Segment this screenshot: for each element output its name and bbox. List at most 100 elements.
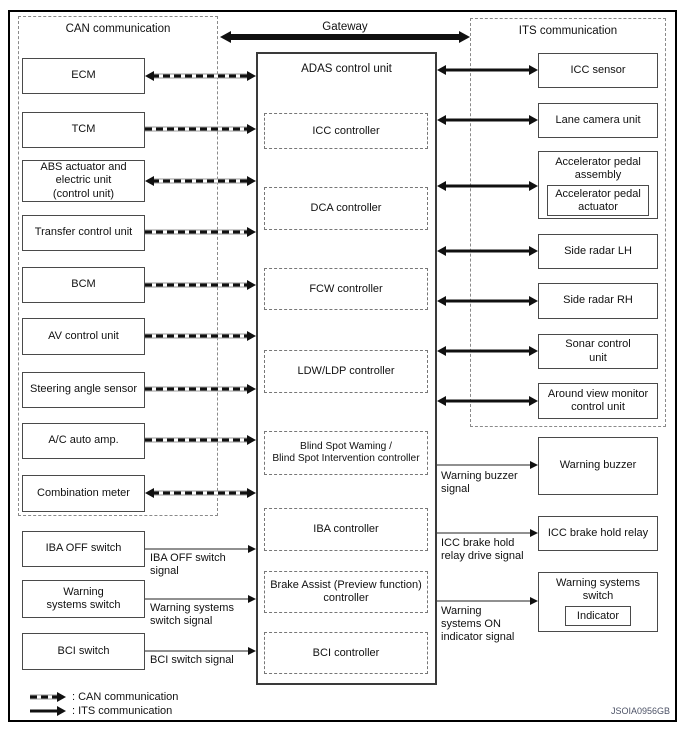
arrow-right-head-icon [247, 176, 256, 186]
accelerator-pedal-assembly-box: Accelerator pedal assembly Accelerator p… [538, 151, 658, 219]
bci-switch-box: BCI switch [22, 633, 145, 670]
arrow-line [145, 437, 249, 443]
arrow-right-head-icon [529, 65, 538, 75]
arrow-line [444, 68, 531, 72]
side-radar-rh-box: Side radar RH [538, 283, 658, 319]
arrow-line [145, 126, 249, 132]
arrow-line [152, 178, 249, 184]
arrow-line [145, 598, 250, 600]
bci-controller-box: BCI controller [264, 632, 428, 674]
transfer-control-unit-box: Transfer control unit [22, 215, 145, 251]
lane-camera-unit-box: Lane camera unit [538, 103, 658, 138]
accelerator-pedal-assembly-label: Accelerator pedal assembly [555, 156, 641, 182]
arrow-right-head-icon [247, 227, 256, 237]
arrow-left-head-icon [437, 346, 446, 356]
arrow-line [437, 532, 532, 534]
legend-its-label: : ITS communication [72, 705, 173, 717]
arrow-line [437, 600, 532, 602]
arrow-right-head-icon [530, 461, 538, 469]
fcw-controller-box: FCW controller [264, 268, 428, 310]
arrow-line [145, 333, 249, 339]
bci-switch-signal-label: BCI switch signal [150, 654, 234, 666]
gateway-arrow [220, 31, 470, 43]
signal-arrow-bci [145, 645, 256, 657]
iba-controller-box: IBA controller [264, 508, 428, 551]
arrow-right-head-icon [530, 529, 538, 537]
icc-controller-box: ICC controller [264, 113, 428, 149]
signal-arrow-warning-systems [145, 593, 256, 605]
arrow-right-head-icon [248, 595, 256, 603]
arrow-right-head-icon [529, 296, 538, 306]
arrow-line [152, 490, 249, 496]
arrow-right-head-icon [248, 545, 256, 553]
arrow-right-head-icon [247, 331, 256, 341]
can-arrow-av [145, 330, 256, 342]
arrow-line [145, 229, 249, 235]
ecm-box: ECM [22, 58, 145, 94]
arrow-right-head-icon [247, 488, 256, 498]
arrow-line [30, 694, 59, 700]
can-arrow-ecm [145, 70, 256, 82]
adas-title: ADAS control unit [301, 63, 392, 75]
arrow-right-head-icon [459, 31, 470, 43]
arrow-right-head-icon [247, 384, 256, 394]
arrow-line [444, 118, 531, 122]
can-arrow-combination-meter [145, 487, 256, 499]
its-arrow-around-view [437, 395, 538, 407]
arrow-line [145, 282, 249, 288]
arrow-line [437, 464, 532, 466]
warning-systems-switch-output-label: Warning systems switch [556, 577, 640, 603]
arrow-line [145, 650, 250, 652]
can-communication-container: CAN communication [18, 16, 218, 516]
arrow-line [152, 73, 249, 79]
legend-can-arrow-icon [30, 691, 66, 703]
arrow-line [444, 349, 531, 353]
legend-its-arrow-icon [30, 705, 66, 717]
arrow-right-head-icon [247, 124, 256, 134]
steering-angle-sensor-box: Steering angle sensor [22, 372, 145, 408]
warning-systems-switch-signal-label: Warning systems switch signal [150, 602, 234, 627]
arrow-line [444, 299, 531, 303]
figure-id: JSOIA0956GB [610, 706, 670, 716]
can-arrow-bcm [145, 279, 256, 291]
gateway-label: Gateway [322, 21, 368, 33]
arrow-left-head-icon [437, 246, 446, 256]
its-section-header: ITS communication [518, 25, 618, 37]
icc-sensor-box: ICC sensor [538, 53, 658, 88]
arrow-left-head-icon [145, 176, 154, 186]
arrow-right-head-icon [529, 346, 538, 356]
can-arrow-ac-amp [145, 434, 256, 446]
can-arrow-transfer [145, 226, 256, 238]
can-arrow-steering [145, 383, 256, 395]
arrow-right-head-icon [57, 706, 66, 716]
its-arrow-lane-camera [437, 114, 538, 126]
its-arrow-icc-sensor [437, 64, 538, 76]
accelerator-pedal-actuator-box: Accelerator pedal actuator [547, 185, 649, 217]
side-radar-lh-box: Side radar LH [538, 234, 658, 269]
arrow-right-head-icon [529, 181, 538, 191]
iba-off-switch-signal-label: IBA OFF switch signal [150, 552, 226, 577]
its-arrow-sonar [437, 345, 538, 357]
outer-frame [8, 10, 677, 722]
legend-can-label: : CAN communication [72, 691, 179, 703]
signal-arrow-iba-off [145, 543, 256, 555]
its-arrow-accelerator-pedal [437, 180, 538, 192]
tcm-box: TCM [22, 112, 145, 148]
dca-controller-box: DCA controller [264, 187, 428, 230]
arrow-left-head-icon [145, 488, 154, 498]
arrow-left-head-icon [437, 296, 446, 306]
arrow-right-head-icon [247, 280, 256, 290]
arrow-right-head-icon [530, 597, 538, 605]
signal-arrow-warning-indicator [437, 595, 538, 607]
arrow-right-head-icon [248, 647, 256, 655]
arrow-right-head-icon [529, 396, 538, 406]
arrow-left-head-icon [437, 396, 446, 406]
signal-arrow-icc-brake-hold [437, 527, 538, 539]
signal-arrow-warning-buzzer [437, 459, 538, 471]
warning-buzzer-signal-label: Warning buzzer signal [441, 470, 518, 495]
arrow-left-head-icon [437, 181, 446, 191]
its-arrow-side-radar-rh [437, 295, 538, 307]
sonar-control-unit-box: Sonar control unit [538, 334, 658, 369]
its-communication-container: ITS communication [470, 18, 666, 427]
icc-brake-hold-relay-box: ICC brake hold relay [538, 516, 658, 551]
